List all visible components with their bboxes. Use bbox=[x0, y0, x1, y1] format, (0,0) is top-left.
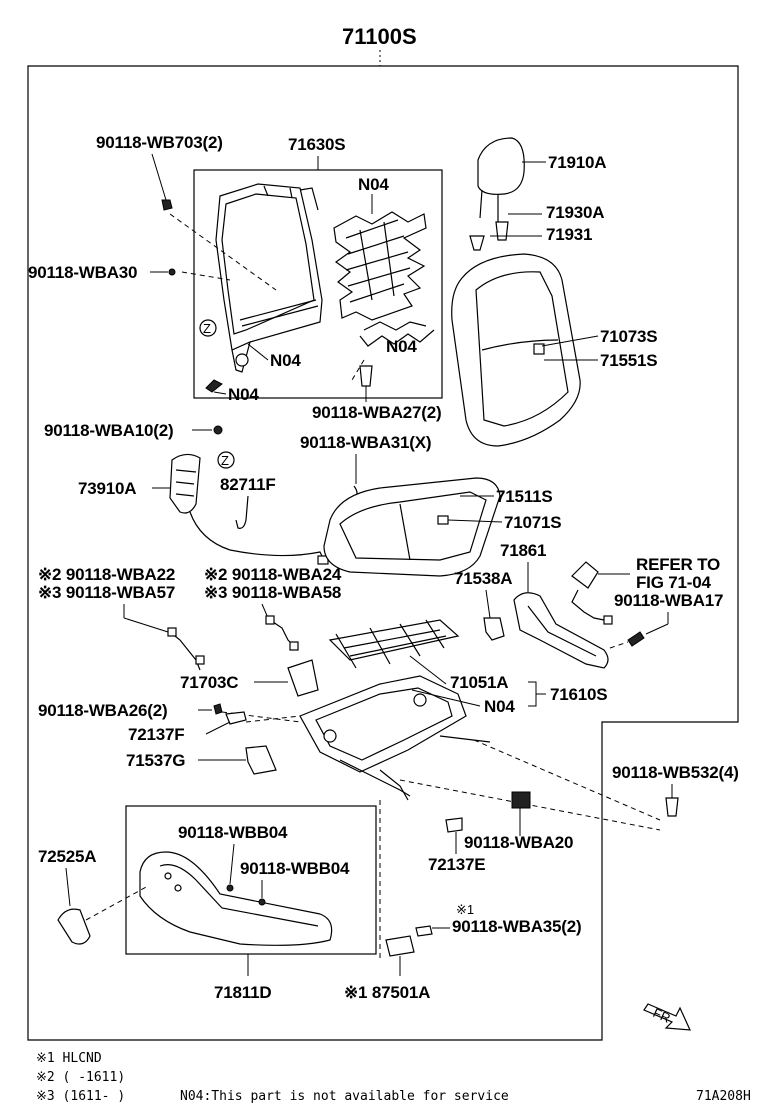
footer-note-2: ※2 ( -1611) bbox=[36, 1070, 125, 1085]
label-90118-wb532: 90118-WB532(4) bbox=[612, 763, 739, 782]
label-90118-wba26: 90118-WBA26(2) bbox=[38, 701, 167, 720]
zone-z-marker-1 bbox=[199, 319, 217, 337]
cover-72525a-part bbox=[57, 908, 91, 945]
headrest-support-part bbox=[469, 235, 485, 251]
sensor-87501a-part bbox=[385, 935, 415, 957]
label-82711f: 82711F bbox=[220, 475, 276, 494]
label-87501a: ※1 87501A bbox=[344, 983, 430, 1002]
screw-wbb04-a-icon bbox=[226, 884, 234, 892]
bracket-71703c-part bbox=[287, 659, 319, 697]
label-90118-wba30: 90118-WBA30 bbox=[28, 263, 137, 282]
label-71537g: 71537G bbox=[126, 751, 185, 770]
label-71811d: 71811D bbox=[214, 983, 271, 1002]
zone-z-marker-2 bbox=[217, 451, 235, 469]
label-73910a: 73910A bbox=[78, 479, 136, 498]
label-90118-wbb04-a: 90118-WBB04 bbox=[178, 823, 288, 842]
label-90118-wba17: 90118-WBA17 bbox=[614, 591, 723, 610]
footer-note-3: ※3 (1611- ) bbox=[36, 1089, 125, 1104]
connector-wba20-part bbox=[511, 791, 531, 809]
nut-wba10-icon bbox=[213, 425, 223, 435]
label-fig-71-04: FIG 71-04 bbox=[636, 573, 711, 592]
bolt-wba17-icon bbox=[627, 631, 645, 647]
front-arrow-icon: FR bbox=[643, 1003, 691, 1031]
label-w3-wba58: ※3 90118-WBA58 bbox=[204, 583, 341, 602]
screw-wbb04-b-icon bbox=[258, 898, 266, 906]
seatback-frame-box bbox=[193, 169, 443, 399]
label-n04-spring: N04 bbox=[358, 175, 389, 194]
label-z-1: Z bbox=[203, 321, 211, 336]
footer-n04-note: N04:This part is not available for servi… bbox=[180, 1089, 509, 1104]
figure-code: 71A208H bbox=[696, 1089, 751, 1104]
svg-text:FR: FR bbox=[651, 1005, 673, 1026]
label-71551s: 71551S bbox=[600, 351, 657, 370]
label-71511s: 71511S bbox=[496, 487, 552, 506]
label-n04-center: N04 bbox=[270, 351, 301, 370]
label-71930a: 71930A bbox=[546, 203, 604, 222]
label-90118-wb703: 90118-WB703(2) bbox=[96, 133, 223, 152]
label-w2-wba24: ※2 90118-WBA24 bbox=[204, 565, 342, 584]
bracket-71537g-part bbox=[245, 745, 277, 775]
footer-note-1: ※1 HLCND bbox=[36, 1051, 102, 1066]
cover-72137e-part bbox=[445, 817, 463, 833]
bracket-71538a-part bbox=[483, 617, 505, 641]
seat-side-shield-part bbox=[513, 592, 609, 669]
label-72137f: 72137F bbox=[128, 725, 184, 744]
cushion-spring-part bbox=[328, 619, 460, 669]
label-71051a: 71051A bbox=[450, 673, 508, 692]
label-w3-wba57: ※3 90118-WBA57 bbox=[38, 583, 175, 602]
label-n04-frame: N04 bbox=[484, 697, 515, 716]
assembly-part-number: 71100S bbox=[342, 24, 417, 49]
label-n04-lower: N04 bbox=[228, 385, 259, 404]
bolt-wba26-icon bbox=[213, 703, 223, 715]
label-72525a: 72525A bbox=[38, 847, 96, 866]
bolt-wb532-icon bbox=[665, 797, 679, 817]
label-90118-wba31: 90118-WBA31(X) bbox=[300, 433, 431, 452]
nut-wba30-icon bbox=[168, 268, 176, 276]
label-z-2: Z bbox=[221, 453, 229, 468]
assembly-frame bbox=[27, 65, 739, 1041]
label-w2-wba22: ※2 90118-WBA22 bbox=[38, 565, 175, 584]
label-72137e: 72137E bbox=[428, 855, 485, 874]
shield-box bbox=[125, 805, 377, 955]
label-71910a: 71910A bbox=[548, 153, 606, 172]
label-90118-wba35: 90118-WBA35(2) bbox=[452, 917, 581, 936]
seat-cushion-part bbox=[323, 477, 501, 577]
side-airbag-part bbox=[169, 453, 329, 565]
label-71610s: 71610S bbox=[550, 685, 607, 704]
label-71703c: 71703C bbox=[180, 673, 238, 692]
label-90118-wbb04-b: 90118-WBB04 bbox=[240, 859, 350, 878]
spring-mat-part bbox=[333, 211, 435, 347]
label-note1-marker: ※1 bbox=[456, 902, 474, 917]
label-n04-wire: N04 bbox=[386, 337, 417, 356]
label-71071s: 71071S bbox=[504, 513, 561, 532]
cover-72137f-part bbox=[225, 711, 247, 725]
bolt-wba27-icon bbox=[359, 365, 373, 387]
bolt-wba35-icon bbox=[415, 925, 433, 937]
bolt-wb703-icon bbox=[161, 199, 173, 211]
label-90118-wba10: 90118-WBA10(2) bbox=[44, 421, 173, 440]
wire-82711f-part bbox=[235, 495, 249, 529]
label-90118-wba27: 90118-WBA27(2) bbox=[312, 403, 441, 422]
cushion-shield-part bbox=[139, 851, 333, 946]
label-71073s: 71073S bbox=[600, 327, 657, 346]
label-71861: 71861 bbox=[500, 541, 546, 560]
label-71931: 71931 bbox=[546, 225, 592, 244]
headrest-part bbox=[477, 137, 525, 222]
cushion-frame-part bbox=[299, 675, 491, 801]
headrest-guide-part bbox=[495, 221, 509, 241]
label-90118-wba20: 90118-WBA20 bbox=[464, 833, 573, 852]
label-71630s: 71630S bbox=[288, 135, 345, 154]
label-71538a: 71538A bbox=[454, 569, 512, 588]
seat-belt-buckle-part bbox=[571, 561, 613, 625]
seatback-cover-part bbox=[451, 253, 581, 447]
seatback-frame-part bbox=[215, 183, 323, 373]
label-refer-to: REFER TO bbox=[636, 555, 720, 574]
